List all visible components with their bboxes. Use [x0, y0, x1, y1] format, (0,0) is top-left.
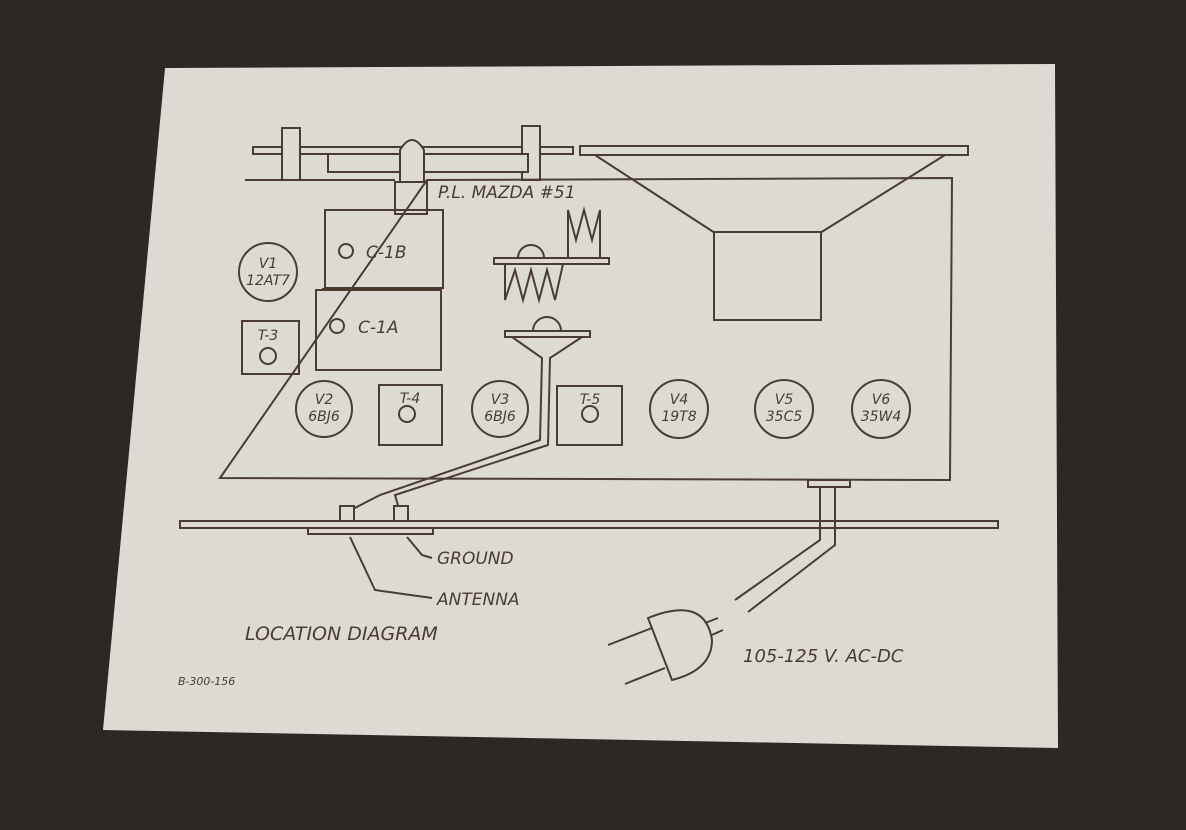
pilot-lamp-label: P.L. MAZDA #51: [438, 183, 576, 203]
tube-v1: V1 12AT7: [238, 242, 298, 302]
antenna-label: ANTENNA: [436, 590, 520, 610]
power-cord-plug: [607, 479, 851, 685]
trimmer-t5: T-5: [556, 385, 623, 446]
pilot-lamp: [394, 139, 428, 215]
svg-text:T-4: T-4: [400, 391, 421, 407]
trimmer-t4: T-4: [378, 384, 443, 446]
drawing-number: B-300-156: [178, 675, 235, 688]
speaker: [579, 145, 969, 321]
svg-text:6BJ6: 6BJ6: [484, 409, 516, 425]
svg-text:V2: V2: [315, 392, 334, 408]
screw-icon: [329, 318, 345, 334]
screw-icon: [338, 243, 354, 259]
tube-v6: V6 35W4: [851, 379, 911, 439]
tube-v3: V3 6BJ6: [471, 380, 529, 438]
svg-text:6BJ6: 6BJ6: [308, 409, 340, 425]
svg-text:V3: V3: [491, 392, 509, 408]
oscillator-coil: [346, 206, 610, 513]
svg-text:T-5: T-5: [580, 392, 601, 408]
diagram-title: LOCATION DIAGRAM: [245, 623, 438, 645]
capacitor-c1a-label: C-1A: [358, 318, 398, 338]
chassis-outline: [218, 176, 954, 482]
svg-text:35C5: 35C5: [766, 409, 803, 425]
svg-text:T-3: T-3: [258, 328, 279, 344]
ground-label: GROUND: [437, 549, 514, 569]
terminal-leader-lines: [349, 536, 433, 599]
svg-text:19T8: 19T8: [661, 409, 696, 425]
svg-text:V6: V6: [872, 392, 891, 408]
svg-text:V5: V5: [775, 392, 794, 408]
power-rating-label: 105-125 V. AC-DC: [743, 646, 904, 667]
svg-text:12AT7: 12AT7: [246, 273, 290, 289]
trimmer-t3: T-3: [241, 320, 300, 375]
svg-text:35W4: 35W4: [861, 409, 902, 425]
tube-v2: V2 6BJ6: [295, 380, 353, 438]
svg-text:V1: V1: [259, 256, 277, 272]
tuning-capacitor: [315, 209, 444, 371]
tube-v4: V4 19T8: [649, 379, 709, 439]
tube-v5: V5 35C5: [754, 379, 814, 439]
base-board: [179, 520, 999, 529]
capacitor-c1b-label: C-1B: [366, 243, 406, 263]
svg-text:V4: V4: [670, 392, 688, 408]
